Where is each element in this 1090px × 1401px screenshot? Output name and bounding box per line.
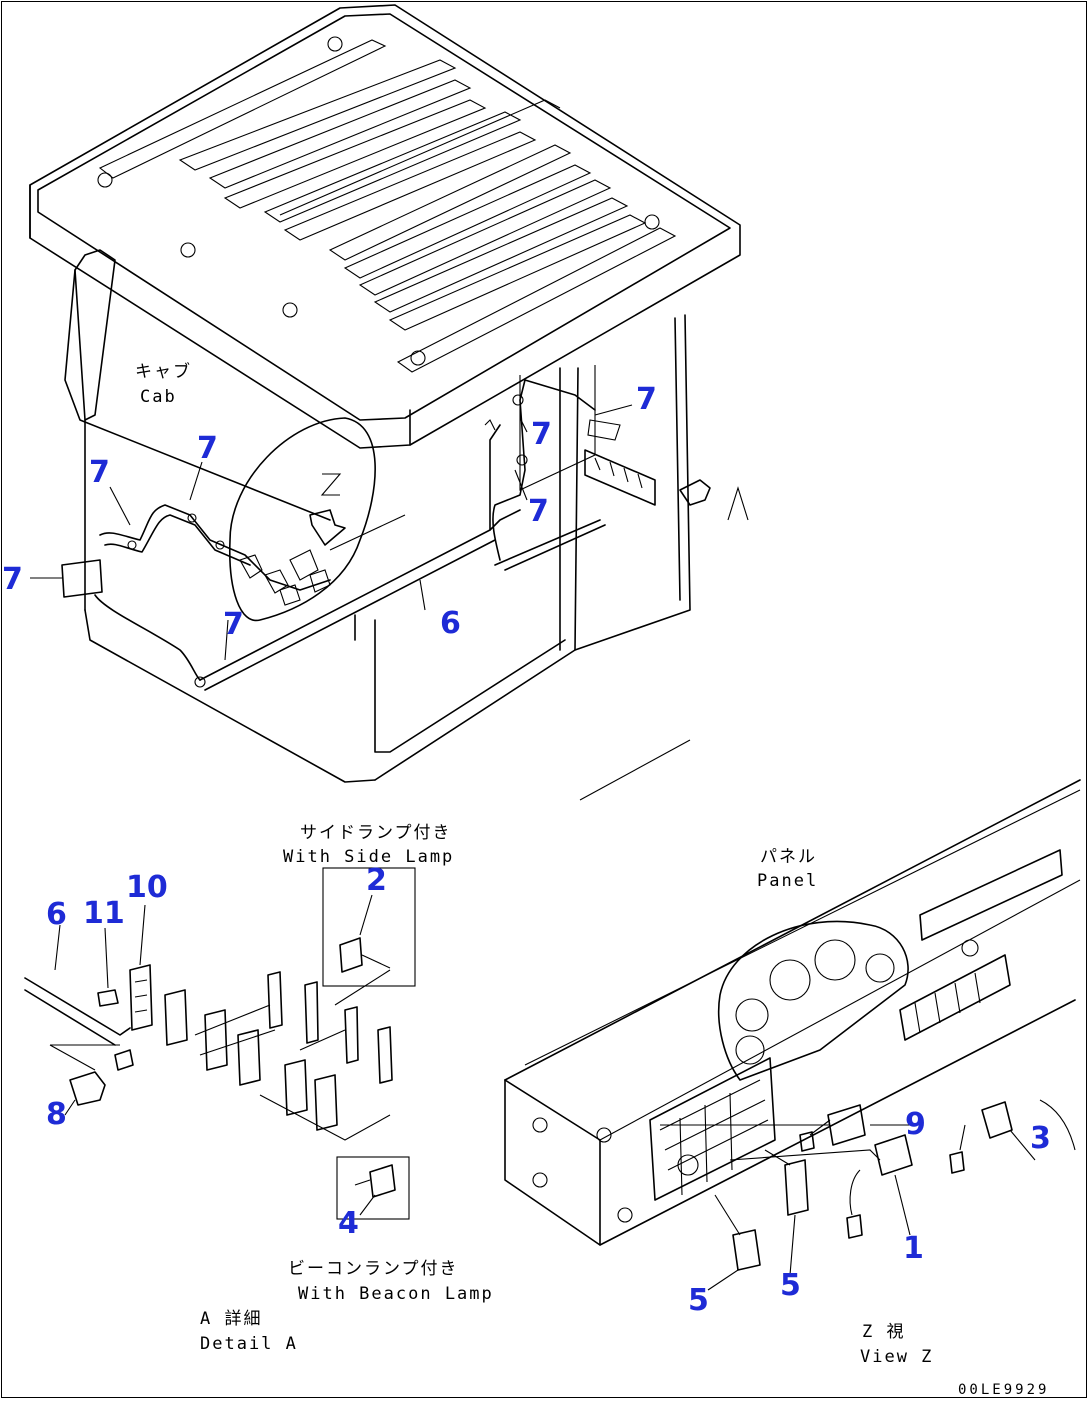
cab-label-jp: キャブ xyxy=(135,361,192,382)
view-z-panel xyxy=(504,779,1081,1291)
callout-9: 9 xyxy=(905,1107,926,1142)
callout-7: 7 xyxy=(223,607,244,642)
text-notes: キャブ Cab サイドランプ付き With Side Lamp パネル Pane… xyxy=(135,361,1049,1398)
callout-10: 10 xyxy=(126,870,168,905)
callout-7: 7 xyxy=(636,382,657,417)
beacon-label-en: With Beacon Lamp xyxy=(298,1284,494,1304)
callout-5: 5 xyxy=(780,1268,801,1303)
panel-label-en: Panel xyxy=(757,871,818,891)
detail-label-jp: A 詳細 xyxy=(200,1309,262,1329)
callout-5: 5 xyxy=(688,1283,709,1318)
cab-label-en: Cab xyxy=(140,387,177,407)
panel-label-jp: パネル xyxy=(760,847,817,867)
view-label-en: View Z xyxy=(860,1347,933,1367)
callout-7: 7 xyxy=(531,417,552,452)
callout-numbers: 7 7 7 7 7 7 7 6 2 10 11 6 8 4 9 3 1 5 5 xyxy=(2,382,1051,1318)
cab-body xyxy=(64,249,691,801)
drawing-code: 00LE9929 xyxy=(958,1382,1049,1398)
callout-4: 4 xyxy=(338,1206,359,1241)
beacon-label-jp: ビーコンランプ付き xyxy=(288,1259,459,1279)
callout-1: 1 xyxy=(903,1231,924,1266)
callout-7: 7 xyxy=(197,431,218,466)
view-label-jp: Z 視 xyxy=(862,1322,905,1342)
detail-label-en: Detail A xyxy=(200,1334,298,1354)
callout-8: 8 xyxy=(46,1097,67,1132)
cab-roof xyxy=(29,4,741,449)
callout-6: 6 xyxy=(46,897,67,932)
callout-6: 6 xyxy=(440,606,461,641)
side-lamp-label-en: With Side Lamp xyxy=(283,847,454,867)
callout-7: 7 xyxy=(89,455,110,490)
callout-7: 7 xyxy=(528,494,549,529)
callout-11: 11 xyxy=(83,896,125,931)
detail-a xyxy=(24,867,416,1220)
side-lamp-label-jp: サイドランプ付き xyxy=(300,823,452,843)
wiring-harness xyxy=(30,379,749,691)
callout-7: 7 xyxy=(2,562,23,597)
callout-3: 3 xyxy=(1030,1121,1051,1156)
callout-2: 2 xyxy=(366,863,387,898)
